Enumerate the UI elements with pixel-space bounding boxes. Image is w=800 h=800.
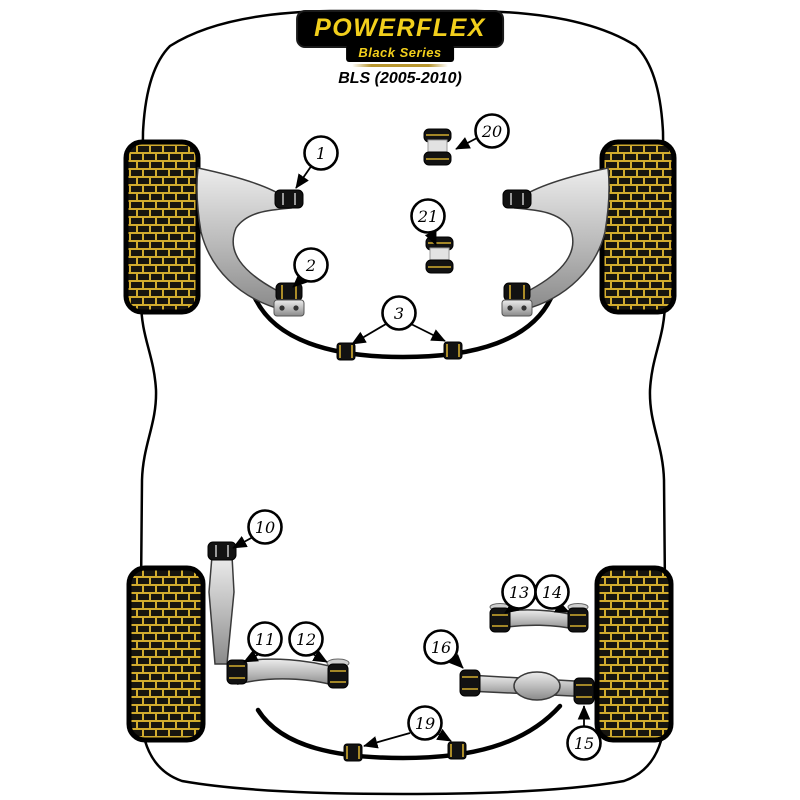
callout-circle — [293, 247, 329, 283]
callout-circle — [247, 509, 283, 545]
callout-2: 2 — [293, 247, 329, 283]
callout-13: 13 — [501, 574, 537, 610]
callout-circle — [566, 725, 602, 761]
callout-arrow — [436, 728, 452, 742]
callout-21: 21 — [410, 198, 446, 234]
callout-10: 10 — [247, 509, 283, 545]
arb-clamp-front-right — [443, 341, 463, 360]
front-arm-front-bush — [274, 189, 304, 209]
upper-arm-inner-bush — [489, 603, 511, 633]
callout-20: 20 — [474, 113, 510, 149]
rear-axle-beam — [459, 669, 595, 705]
callout-number: 16 — [431, 638, 451, 657]
callout-circle — [407, 705, 443, 741]
callout-1: 1 — [303, 135, 339, 171]
car-body-outline — [138, 9, 668, 796]
front-left-suspension — [196, 167, 305, 317]
lower-arm-outer-bush — [326, 658, 350, 689]
callout-number: 12 — [296, 630, 316, 649]
rear-left-lower-arm — [226, 658, 350, 689]
callout-arrow — [363, 732, 411, 749]
powerflex-wordmark: POWERFLEX — [296, 10, 504, 48]
lower-arm-inner-bush — [226, 659, 248, 685]
front-anti-roll-bar — [252, 295, 554, 360]
callout-arrow — [351, 323, 387, 345]
trailing-arm-front-bush — [207, 541, 237, 561]
callout-number: 10 — [255, 518, 275, 537]
bush-21 — [425, 236, 454, 274]
tire-front-right — [599, 139, 677, 315]
powerflex-logo: POWERFLEX Black Series BLS (2005-2010) — [296, 10, 504, 88]
callout-circle — [303, 135, 339, 171]
arb-clamp-front-left — [336, 342, 356, 361]
callout-number: 19 — [415, 714, 435, 733]
callout-circle — [534, 574, 570, 610]
callout-19: 19 — [407, 705, 443, 741]
callout-14: 14 — [534, 574, 570, 610]
callout-number: 20 — [481, 122, 502, 141]
callout-12: 12 — [288, 621, 324, 657]
tire-rear-left — [126, 565, 206, 743]
tire-rear-right — [594, 565, 674, 743]
callout-number: 3 — [394, 304, 404, 323]
callout-circle — [410, 198, 446, 234]
black-series-badge: Black Series — [346, 45, 454, 63]
upper-arm-outer-bush — [567, 603, 589, 633]
beam-rear-bush — [573, 677, 595, 705]
beam-front-bush — [459, 669, 481, 697]
callout-circle — [288, 621, 324, 657]
callout-circle — [247, 621, 283, 657]
callout-circle — [381, 295, 417, 331]
callout-15: 15 — [566, 725, 602, 761]
callout-number: 1 — [316, 144, 326, 163]
rear-left-trailing-arm — [207, 541, 237, 665]
callout-number: 11 — [255, 630, 275, 649]
arb-clamp-rear-right — [447, 741, 467, 760]
callout-number: 21 — [417, 207, 438, 226]
callout-number: 15 — [574, 734, 594, 753]
callout-16: 16 — [423, 629, 459, 665]
callout-number: 2 — [305, 256, 316, 275]
callout-3: 3 — [381, 295, 417, 331]
rear-right-upper-arm — [489, 603, 589, 633]
callout-circle — [423, 629, 459, 665]
arb-clamp-rear-left — [343, 743, 363, 762]
callout-number: 13 — [509, 583, 529, 602]
tire-front-left — [123, 139, 201, 315]
callout-arrow — [295, 164, 313, 189]
callout-arrow — [410, 323, 446, 342]
bush-20 — [423, 128, 452, 166]
callout-number: 14 — [542, 583, 562, 602]
callout-circle — [474, 113, 510, 149]
model-title: BLS (2005-2010) — [338, 70, 462, 88]
rear-anti-roll-bar — [255, 703, 563, 761]
callout-11: 11 — [247, 621, 283, 657]
front-arm-rear-bush-bracket — [273, 282, 305, 317]
logo-tagline-flourish — [352, 64, 448, 68]
callout-arrow — [455, 137, 478, 150]
callout-arrow — [232, 535, 254, 549]
